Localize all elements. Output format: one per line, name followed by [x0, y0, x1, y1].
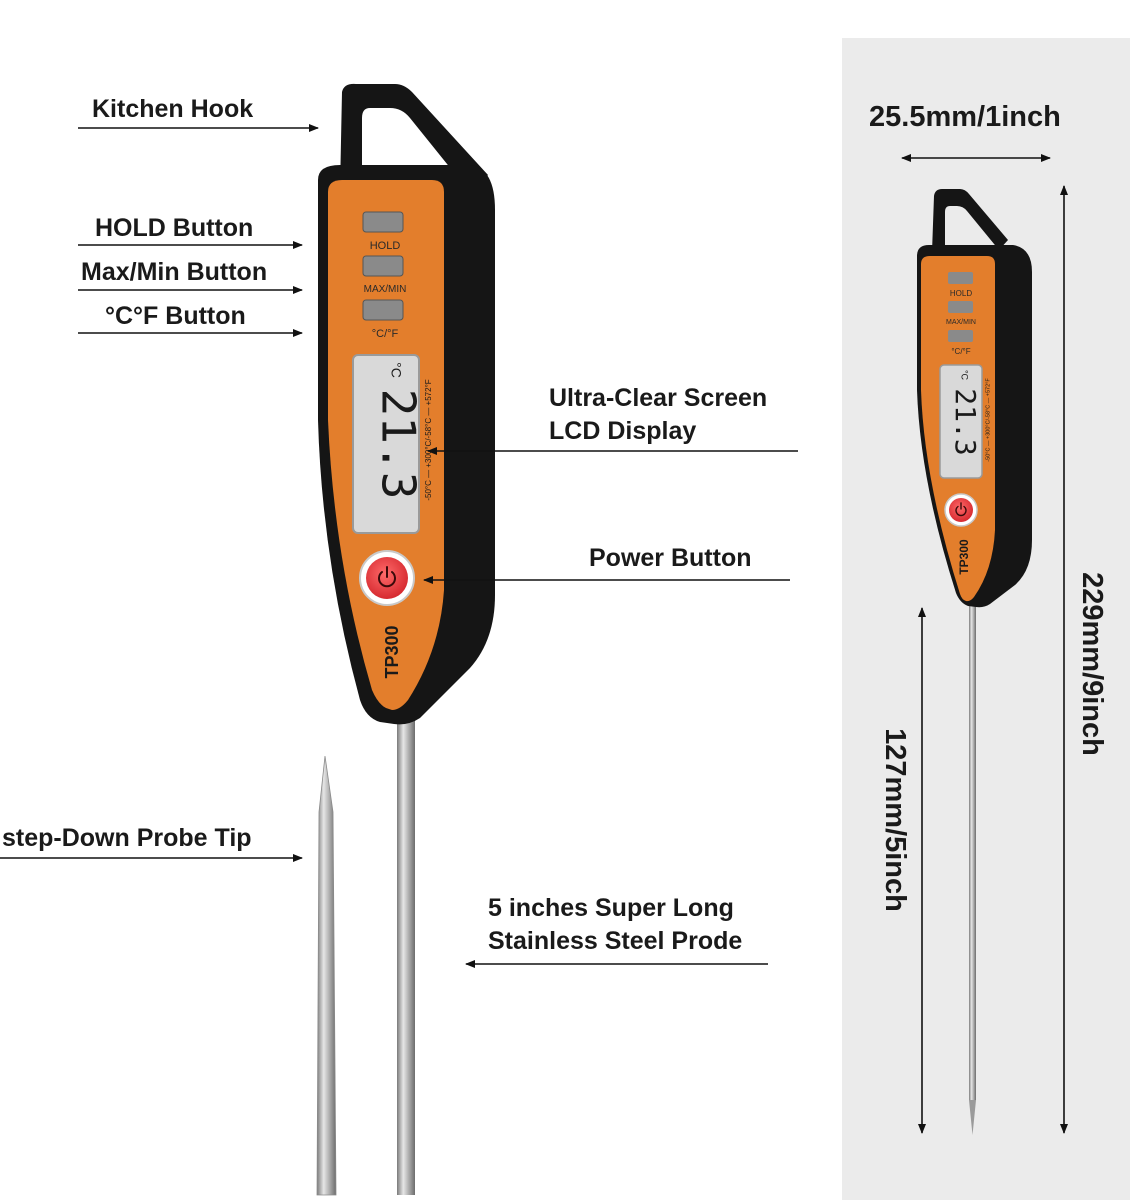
small-maxmin-key[interactable] — [948, 301, 973, 313]
probe-tip-detail — [316, 755, 337, 1196]
small-maxmin-key-label: MAX/MIN — [946, 319, 976, 326]
small-thermometer — [917, 189, 1032, 1135]
small-lcd-reading: 21.3 — [949, 388, 982, 455]
cf-key-label: °C/°F — [372, 328, 399, 340]
probe-tip-label: step-Down Probe Tip — [2, 824, 252, 852]
small-cf-key-label: °C/°F — [951, 347, 970, 356]
cf-button-label: °C°F Button — [105, 302, 246, 330]
small-power-button[interactable] — [949, 498, 973, 522]
small-cf-key[interactable] — [948, 330, 973, 342]
maxmin-key[interactable] — [362, 255, 404, 277]
probe-length-label-line2: Stainless Steel Prode — [488, 927, 743, 955]
maxmin-key-label: MAX/MIN — [364, 284, 407, 295]
probe-length-label-line1: 5 inches Super Long — [488, 894, 734, 922]
screen-label-line1: Ultra-Clear Screen — [549, 384, 768, 412]
power-icon — [378, 566, 396, 588]
small-model-label: TP300 — [957, 539, 971, 575]
small-range-text: -50°C — +300°C/-58°C — +572°F — [985, 378, 991, 462]
small-power-icon — [955, 502, 967, 517]
small-lcd-unit: °C — [960, 370, 970, 381]
maxmin-button-label: Max/Min Button — [81, 258, 268, 286]
small-probe-tip — [969, 1100, 976, 1135]
hold-key-label: HOLD — [370, 240, 401, 252]
small-hold-key-label: HOLD — [950, 289, 972, 298]
total-length-dimension-label: 229mm/9inch — [1076, 572, 1108, 756]
lcd-screen — [352, 354, 420, 534]
hold-key[interactable] — [362, 211, 404, 233]
lcd-reading: 21.3 — [372, 389, 426, 500]
small-kitchen-hook — [932, 189, 1008, 252]
model-label: TP300 — [382, 625, 402, 678]
lcd-unit: °C — [388, 362, 404, 378]
kitchen-hook-label: Kitchen Hook — [92, 95, 254, 123]
screen-label-line2: LCD Display — [549, 417, 697, 445]
small-hold-key[interactable] — [948, 272, 973, 284]
range-text: -50°C — +300°C/-58°C — +572°F — [424, 379, 433, 500]
small-lcd-screen — [939, 364, 983, 479]
probe-length-dimension-label: 127mm/5inch — [879, 728, 911, 912]
hold-button-label: HOLD Button — [95, 214, 254, 242]
width-dimension-label: 25.5mm/1inch — [869, 101, 1061, 133]
probe-shaft — [397, 715, 415, 1195]
small-probe-shaft — [969, 600, 976, 1100]
cf-key[interactable] — [362, 299, 404, 321]
power-button-label: Power Button — [589, 544, 752, 572]
